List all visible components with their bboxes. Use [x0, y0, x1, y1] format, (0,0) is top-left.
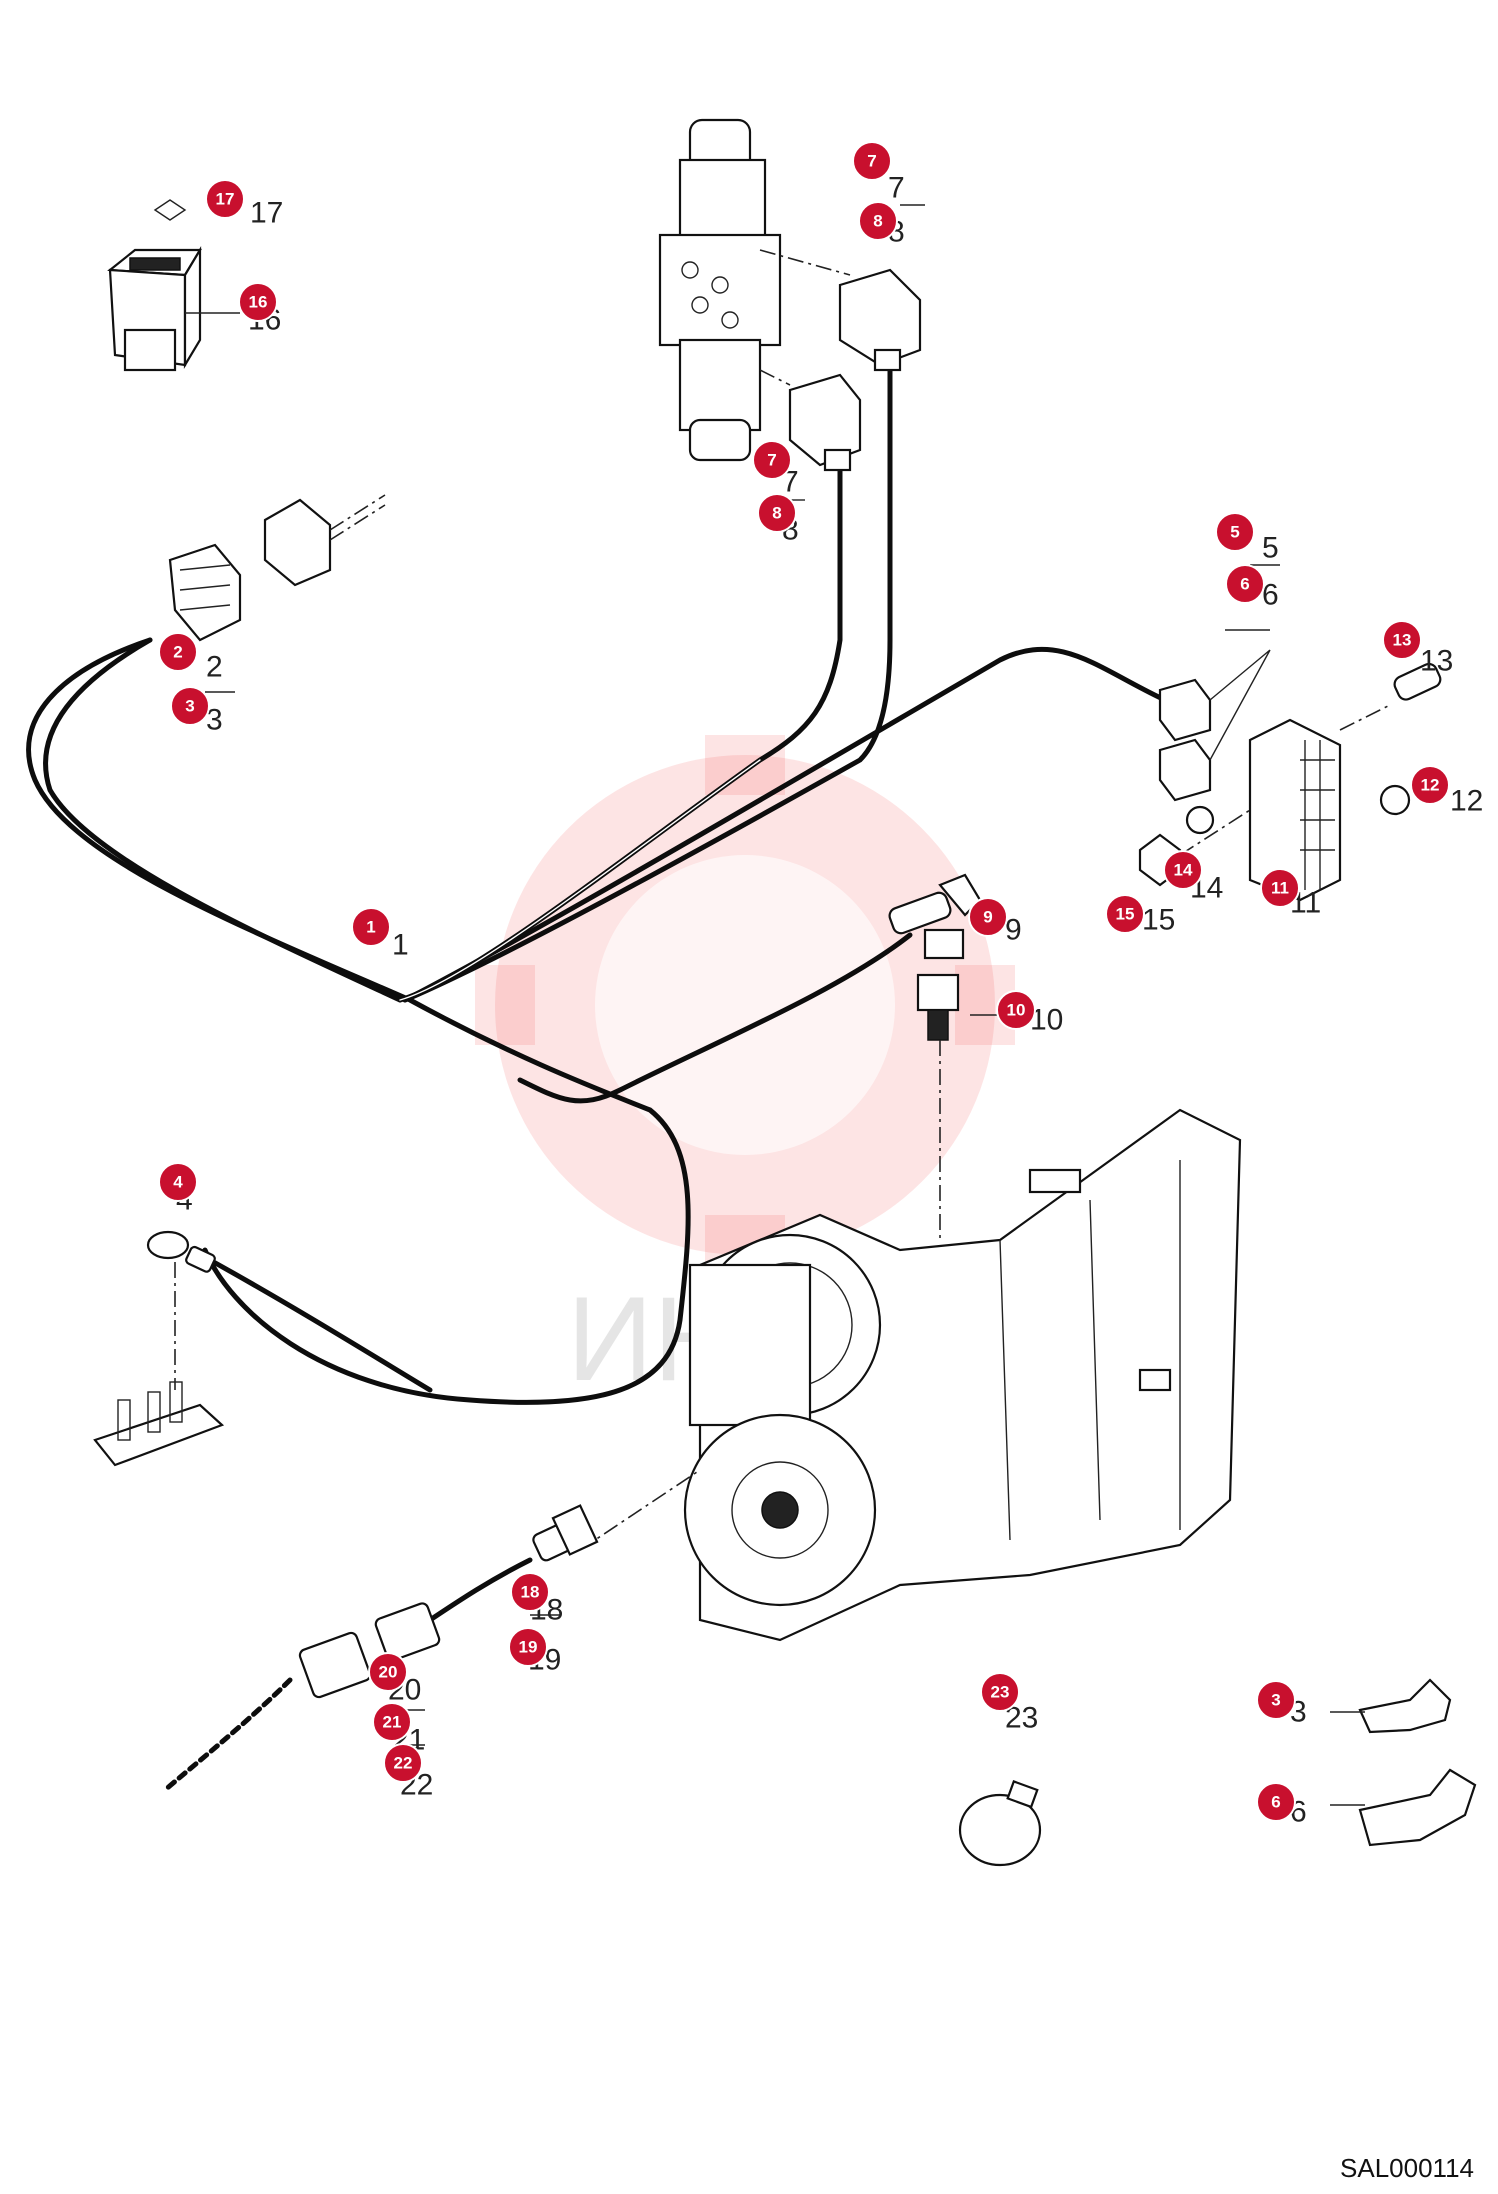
callout-number: 8	[873, 212, 882, 231]
callout-number: 8	[772, 504, 781, 523]
callout-number: 18	[521, 1583, 540, 1602]
relay-connector	[168, 494, 386, 642]
part-number-label: 7	[888, 172, 905, 205]
work-light	[1138, 649, 1442, 902]
callout-7[interactable]: 7	[852, 141, 892, 181]
callout-number: 6	[1271, 1793, 1280, 1812]
speed-sensor	[162, 1469, 701, 1793]
part-number-label: 5	[1262, 532, 1279, 565]
callout-number: 9	[983, 908, 992, 927]
callout-number: 3	[1271, 1691, 1280, 1710]
callout-6[interactable]: 6	[1225, 564, 1265, 604]
callout-13[interactable]: 13	[1382, 620, 1422, 660]
callout-14[interactable]: 14	[1163, 850, 1203, 890]
callout-number: 5	[1230, 523, 1239, 542]
callout-number: 21	[383, 1713, 402, 1732]
callout-number: 7	[867, 152, 876, 171]
callout-9[interactable]: 9	[968, 897, 1008, 937]
callout-number: 6	[1240, 575, 1249, 594]
ground-cable	[146, 1230, 433, 1393]
callout-18[interactable]: 18	[510, 1572, 550, 1612]
part-number-label: 3	[206, 704, 223, 737]
callout-number: 19	[519, 1638, 538, 1657]
callout-number: 15	[1116, 905, 1135, 924]
callout-number: 17	[216, 190, 235, 209]
callout-22[interactable]: 22	[383, 1743, 423, 1783]
callout-number: 16	[249, 293, 268, 312]
callout-5[interactable]: 5	[1215, 512, 1255, 552]
pressure-switch	[888, 873, 982, 1240]
callout-number: 12	[1421, 776, 1440, 795]
part-number-label: 6	[1262, 579, 1279, 612]
callout-19[interactable]: 19	[508, 1627, 548, 1667]
callout-number: 3	[185, 697, 194, 716]
callout-layer: 6323222120191841091151114121365328787161…	[158, 141, 1483, 1829]
callout-3[interactable]: 3	[170, 686, 210, 726]
terminal-details	[1330, 1678, 1477, 1847]
callout-number: 4	[173, 1173, 183, 1192]
callout-number: 11	[1271, 879, 1289, 898]
callout-17[interactable]: 17	[205, 179, 245, 219]
cable-tie	[958, 1780, 1042, 1867]
callout-20[interactable]: 20	[368, 1652, 408, 1692]
part-number-label: 17	[250, 197, 283, 230]
callout-1[interactable]: 1	[351, 907, 391, 947]
callout-number: 22	[394, 1754, 413, 1773]
callout-number: 20	[379, 1663, 398, 1682]
callout-2[interactable]: 2	[158, 632, 198, 672]
callout-number: 23	[991, 1683, 1010, 1702]
callout-number: 1	[366, 918, 375, 937]
callout-number: 14	[1174, 861, 1193, 880]
callout-number: 7	[767, 451, 776, 470]
rocker-switch	[107, 199, 202, 372]
callout-4[interactable]: 4	[158, 1162, 198, 1202]
callout-23[interactable]: 23	[980, 1672, 1020, 1712]
callout-7[interactable]: 7	[752, 440, 792, 480]
diagram-code: SAL000114	[1340, 2153, 1474, 2183]
callout-8[interactable]: 8	[858, 201, 898, 241]
part-number-label: 12	[1450, 785, 1483, 818]
part-number-label: 9	[1005, 914, 1022, 947]
gearbox-housing	[683, 1108, 1242, 1642]
coil-connectors	[788, 268, 922, 472]
callout-11[interactable]: 11	[1260, 868, 1300, 908]
part-number-label: 13	[1420, 645, 1453, 678]
callout-15[interactable]: 15	[1105, 894, 1145, 934]
callout-21[interactable]: 21	[372, 1702, 412, 1742]
callout-number: 2	[173, 643, 182, 662]
callout-number: 10	[1007, 1001, 1026, 1020]
callout-8[interactable]: 8	[757, 493, 797, 533]
part-number-label: 15	[1142, 904, 1175, 937]
callout-10[interactable]: 10	[996, 990, 1036, 1030]
callout-12[interactable]: 12	[1410, 765, 1450, 805]
callout-number: 13	[1393, 631, 1412, 650]
part-number-label: 2	[206, 651, 223, 684]
callout-3[interactable]: 3	[1256, 1680, 1296, 1720]
part-number-label: 1	[392, 929, 409, 962]
wiring-harness	[26, 347, 1168, 1405]
callout-6[interactable]: 6	[1256, 1782, 1296, 1822]
ground-plate	[93, 1381, 225, 1467]
callout-16[interactable]: 16	[238, 282, 278, 322]
solenoid-valve	[658, 118, 851, 462]
